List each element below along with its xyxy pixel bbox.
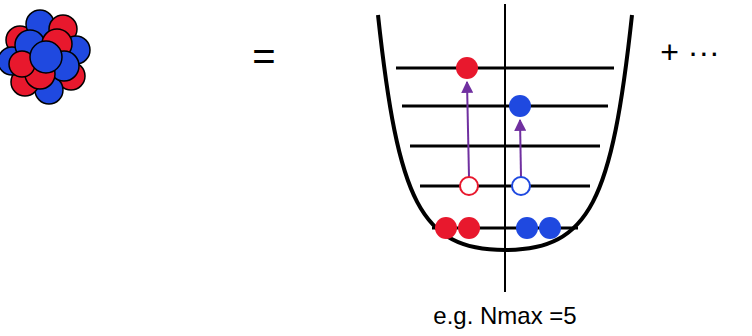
nucleus-cluster <box>0 10 90 104</box>
excitation-arrows <box>467 82 521 177</box>
truncation-note: e.g. Nmax =5 <box>433 304 576 328</box>
nucleons <box>435 57 561 239</box>
oscillator-well <box>378 4 632 292</box>
equals-sign: = <box>252 36 275 76</box>
continuation-mark: + ··· <box>660 36 720 68</box>
